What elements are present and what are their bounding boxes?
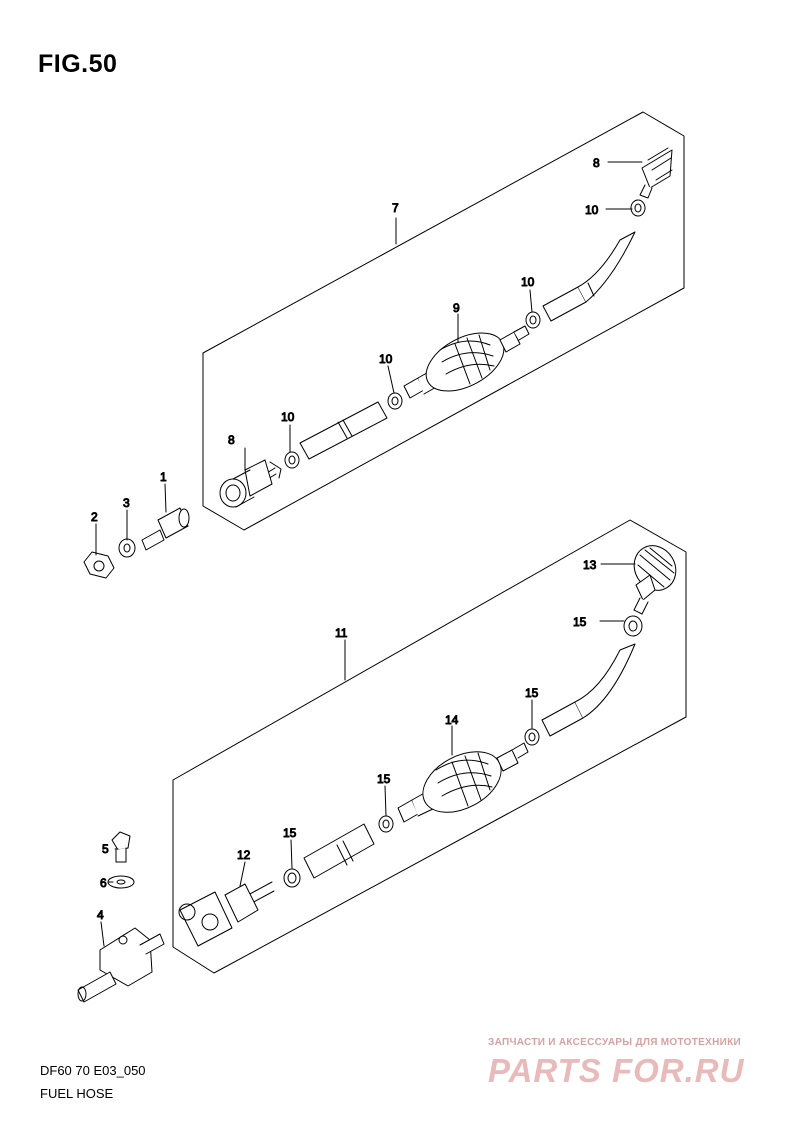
callout-10-left: 10 [281,410,295,424]
callout-15-mid: 15 [377,772,391,786]
callout-15-left: 15 [283,826,297,840]
callout-10-top: 10 [585,203,599,217]
primer-bulb-icon[interactable] [403,321,530,403]
callout-2: 2 [91,510,98,524]
assembly-frame-7 [202,111,685,531]
fuel-connector-icon[interactable] [626,538,684,615]
callout-13: 13 [583,558,597,572]
bolt-icon[interactable] [111,831,131,863]
callout-15-right: 15 [525,686,539,700]
fuel-joint-icon[interactable] [77,927,165,1003]
hose-clip-icon[interactable] [524,728,540,746]
fuel-connector-icon[interactable] [639,147,673,199]
diagram-name: FUEL HOSE [40,1086,114,1101]
callout-4: 4 [97,908,104,922]
callout-6: 6 [100,876,107,890]
callout-11: 11 [335,626,348,640]
hose-connector-icon[interactable] [141,507,190,551]
fuel-connector-icon[interactable] [219,459,282,508]
fuel-hose-segment[interactable] [541,643,636,737]
assembly-frame-11 [172,519,687,974]
diagram-code: DF60 70 E03_050 [40,1063,146,1078]
callout-10-right: 10 [521,275,535,289]
hose-clip-icon[interactable] [284,451,300,469]
callout-14: 14 [445,713,459,727]
hose-clip-icon[interactable] [623,615,643,637]
callout-1: 1 [160,470,167,484]
primer-bulb-icon[interactable] [397,739,529,824]
callout-8-upper: 8 [593,156,600,170]
callout-7: 7 [392,201,399,215]
hose-clip-icon[interactable] [387,392,403,410]
fuel-hose-segment[interactable] [542,231,636,322]
fuel-hose-segment[interactable] [303,823,375,879]
watermark-logo: PARTS FOR.RU [488,1052,745,1089]
callout-12: 12 [237,848,251,862]
hose-clip-icon[interactable] [630,199,646,217]
callout-15-top: 15 [573,615,587,629]
callout-8-lower: 8 [228,433,235,447]
watermark-caption: ЗАПЧАСТИ И АКСЕССУАРЫ ДЛЯ МОТОТЕХНИКИ [488,1037,741,1048]
figure-title: FIG.50 [38,50,118,78]
callout-9: 9 [453,301,460,315]
callout-5: 5 [102,842,109,856]
hose-clip-icon[interactable] [378,815,394,833]
callout-10-mid: 10 [379,352,393,366]
callout-3: 3 [123,496,130,510]
hex-nut-icon[interactable] [83,551,115,579]
tank-connector-icon[interactable] [178,881,275,947]
washer-icon[interactable] [118,538,136,558]
hose-clip-icon[interactable] [525,311,541,329]
hose-clip-icon[interactable] [283,868,301,888]
fuel-hose-segment[interactable] [299,401,388,460]
leader-lines [95,161,643,947]
